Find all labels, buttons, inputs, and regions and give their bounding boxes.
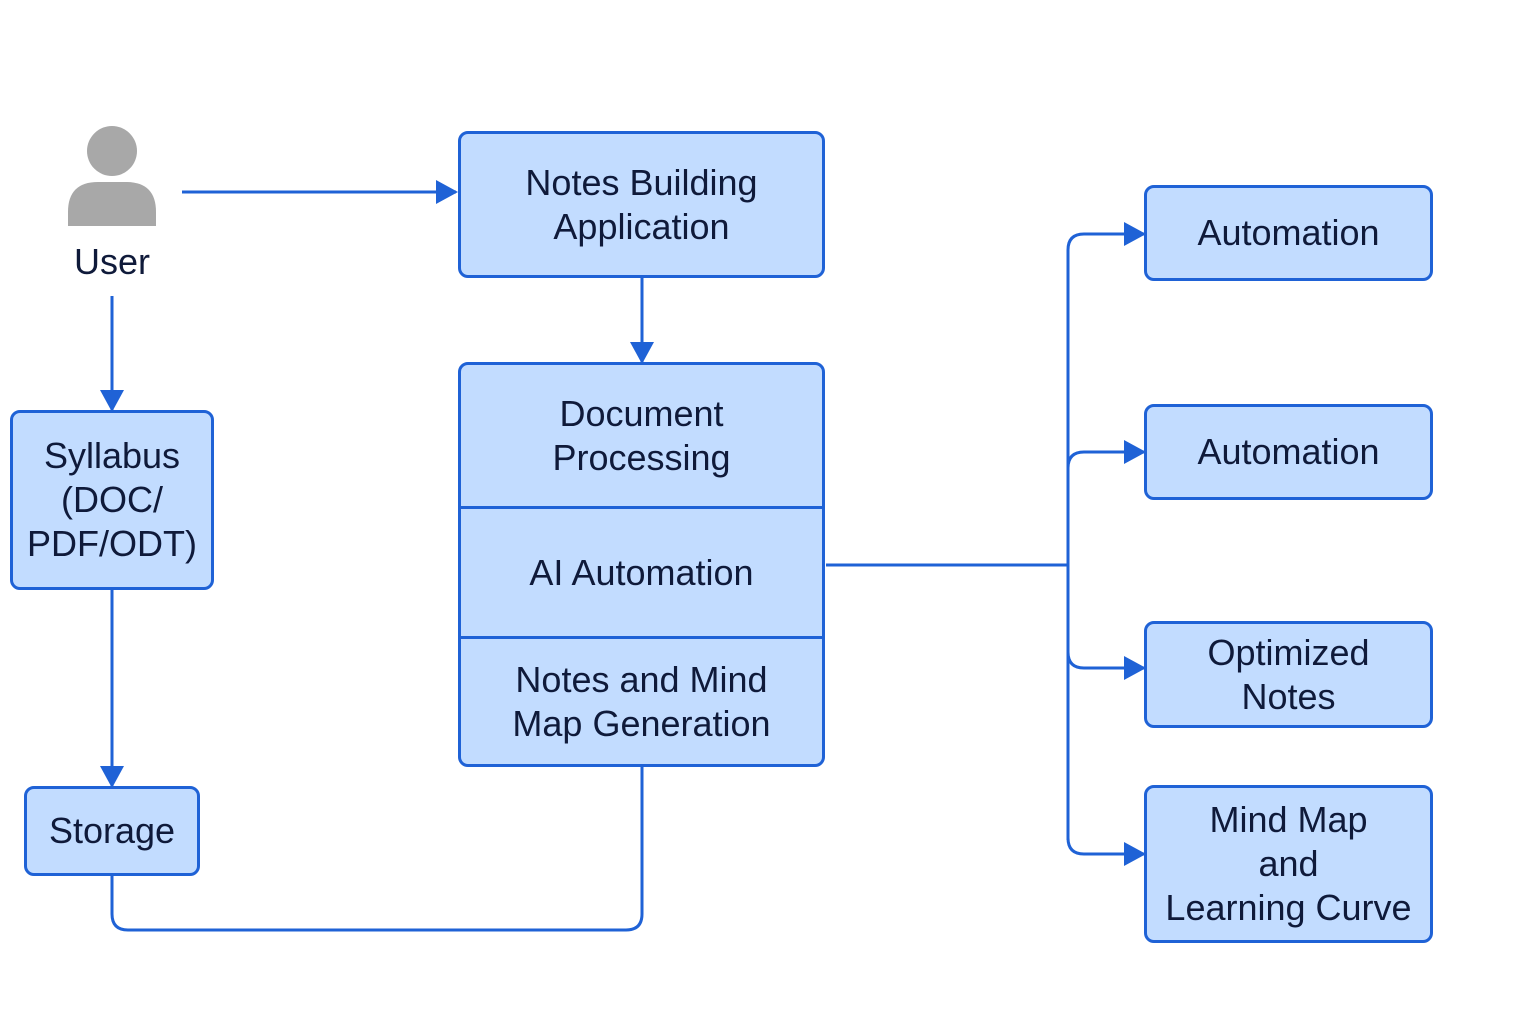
node-syllabus: Syllabus (DOC/ PDF/ODT) <box>10 410 214 590</box>
arrow-to-output-2 <box>1066 440 1146 469</box>
node-processing-stack: Document Processing AI Automation Notes … <box>458 362 825 767</box>
arrow-to-output-3 <box>1066 651 1146 680</box>
user-label: User <box>73 241 150 282</box>
section-ai-automation: AI Automation <box>461 506 822 636</box>
user-icon <box>68 126 156 226</box>
connector-storage-to-generation <box>110 767 644 932</box>
section-document-processing: Document Processing <box>552 392 731 478</box>
node-output-mindmap-learning-curve: Mind Map and Learning Curve <box>1144 785 1433 943</box>
arrow-to-output-4 <box>1066 837 1146 866</box>
node-output-automation-1: Automation <box>1144 185 1433 281</box>
node-notes-building-application: Notes Building Application <box>458 131 825 278</box>
section-notes-mindmap-generation: Notes and Mind Map Generation <box>461 636 822 764</box>
node-output-automation-2: Automation <box>1144 404 1433 500</box>
node-storage: Storage <box>24 786 200 876</box>
node-output-optimized-notes: Optimized Notes <box>1144 621 1433 728</box>
arrow-to-output-1 <box>1066 222 1146 251</box>
